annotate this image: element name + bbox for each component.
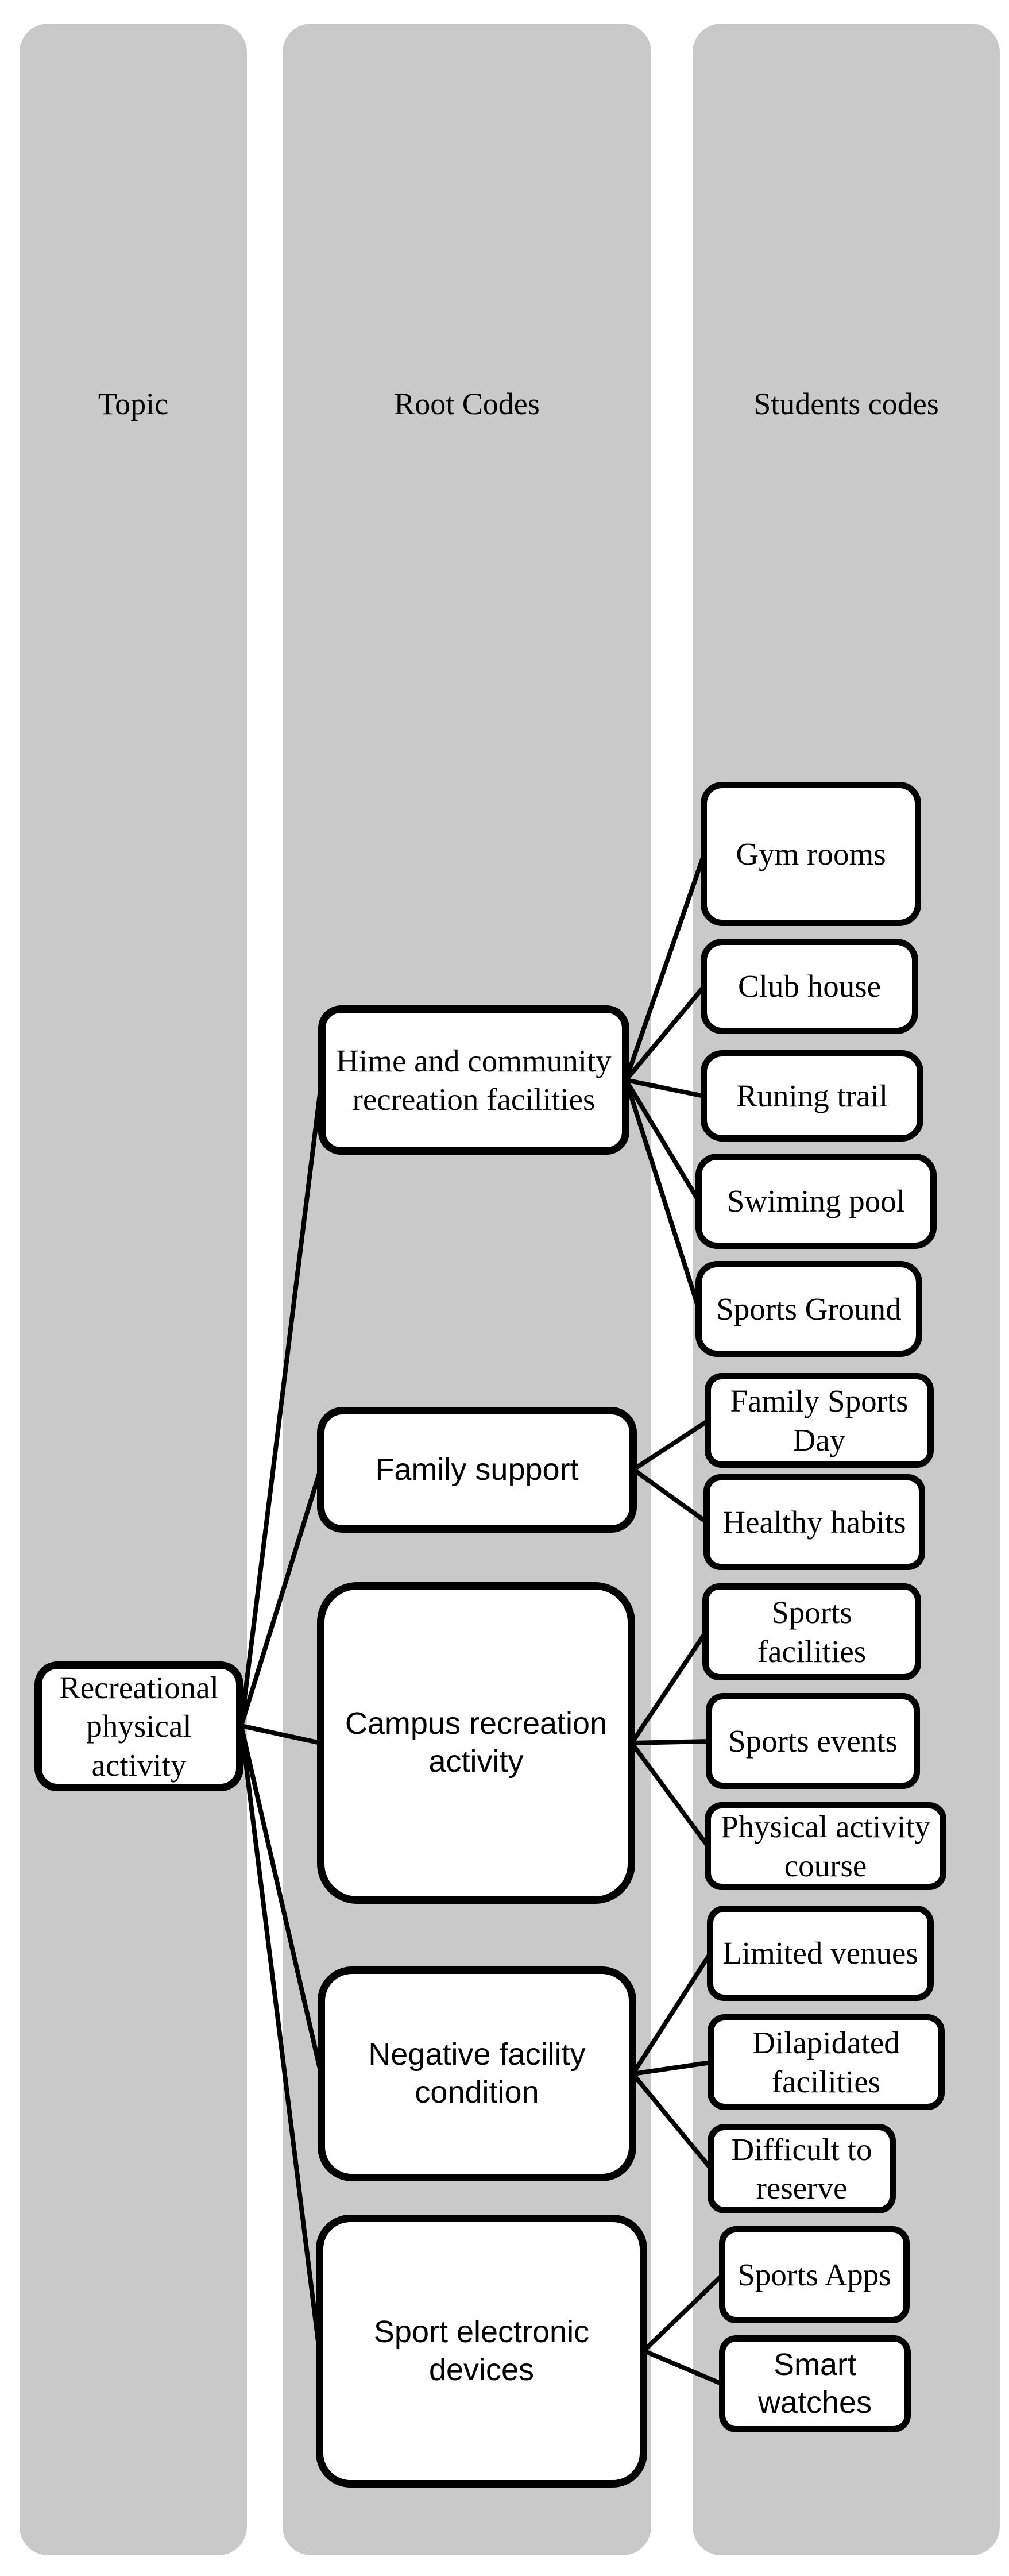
connector-line-negative-venues <box>631 1952 713 2076</box>
node-sports-facilities: Sports facilities <box>702 1583 921 1680</box>
node-label: Family Sports Day <box>730 1383 909 1457</box>
node-label: Sports Ground <box>716 1291 902 1326</box>
node-runing-trail: Runing trail <box>701 1050 923 1142</box>
connector-line-topic-campus <box>241 1723 321 1745</box>
node-sports-apps: Sports Apps <box>719 2226 910 2323</box>
node-label: Physical activity course <box>720 1809 931 1883</box>
node-label: Sports events <box>728 1723 898 1759</box>
topic-column-header-label: Topic <box>98 387 169 421</box>
node-label: Club house <box>737 969 882 1004</box>
connector-line-home-gym <box>624 853 706 1081</box>
node-campus-recreation-activity: Campus recreation activity <box>317 1582 635 1904</box>
node-home-community-recreation-facilities: Hime and community recreation facilities <box>318 1005 629 1155</box>
students-codes-column-header: Students codes <box>693 379 1000 429</box>
connector-line-family-habits <box>632 1467 709 1525</box>
node-club-house: Club house <box>701 939 918 1034</box>
topic-column-header: Topic <box>20 379 247 429</box>
node-dilapidated-facilities: Dilapidated facilities <box>708 2014 945 2110</box>
connector-line-devices-apps <box>642 2273 724 2353</box>
node-sports-ground: Sports Ground <box>695 1261 922 1357</box>
students-codes-column-header-label: Students codes <box>753 387 939 421</box>
connector-line-topic-family <box>239 1468 323 1727</box>
node-label: Healthy habits <box>722 1504 906 1540</box>
root-codes-column-header: Root Codes <box>283 379 651 429</box>
node-label: Negative facility condition <box>368 2037 586 2110</box>
node-family-support: Family support <box>317 1407 637 1533</box>
node-label: Gym rooms <box>736 836 886 871</box>
node-gym-rooms: Gym rooms <box>701 782 921 926</box>
node-label: Sport electronic devices <box>373 2314 590 2387</box>
node-healthy-habits: Healthy habits <box>703 1474 925 1570</box>
node-smart-watches: Smart watches <box>719 2335 911 2432</box>
root-codes-column-header-label: Root Codes <box>394 387 540 421</box>
node-label: Difficult to reserve <box>731 2131 872 2205</box>
connector-line-home-club <box>624 985 706 1082</box>
node-label: Family support <box>375 1452 579 1487</box>
node-label: Campus recreation activity <box>345 1706 608 1779</box>
node-sports-events: Sports events <box>706 1693 920 1789</box>
connector-line-family-familyday <box>632 1418 710 1472</box>
connector-line-home-pool <box>624 1078 701 1203</box>
node-label: Hime and community recreation facilities <box>336 1043 612 1117</box>
connector-line-home-ground <box>624 1079 701 1310</box>
connector-line-campus-facilities <box>629 1630 708 1745</box>
node-label: Recreational physical activity <box>59 1670 219 1783</box>
node-label: Smart watches <box>757 2347 872 2420</box>
connector-line-negative-reserve <box>631 2072 713 2170</box>
connector-line-negative-dilapidated <box>632 2060 712 2076</box>
connector-line-campus-course <box>629 1741 710 1848</box>
node-negative-facility-condition: Negative facility condition <box>318 1966 636 2181</box>
connector-line-devices-watches <box>643 2349 724 2386</box>
connector-line-campus-events <box>631 1739 710 1745</box>
node-label: Limited venues <box>722 1935 918 1971</box>
connector-line-topic-negative <box>239 1725 323 2074</box>
node-swiming-pool: Swiming pool <box>695 1154 937 1249</box>
node-label: Sports Apps <box>737 2257 891 2292</box>
connector-line-home-trail <box>625 1078 705 1098</box>
node-physical-activity-course: Physical activity course <box>705 1802 946 1890</box>
node-family-sports-day: Family Sports Day <box>705 1373 934 1468</box>
node-difficult-to-reserve: Difficult to reserve <box>708 2124 896 2213</box>
node-label: Dilapidated facilities <box>752 2025 900 2099</box>
node-label: Runing trail <box>736 1078 888 1113</box>
node-limited-venues: Limited venues <box>707 1906 934 2001</box>
connector-line-topic-home <box>239 1079 324 1726</box>
connector-line-topic-devices <box>239 1725 322 2351</box>
topic-column-background <box>20 24 247 2555</box>
node-label: Sports facilities <box>757 1595 867 1669</box>
node-label: Swiming pool <box>726 1183 906 1219</box>
node-recreational-physical-activity: Recreational physical activity <box>34 1661 243 1791</box>
node-sport-electronic-devices: Sport electronic devices <box>316 2215 647 2488</box>
